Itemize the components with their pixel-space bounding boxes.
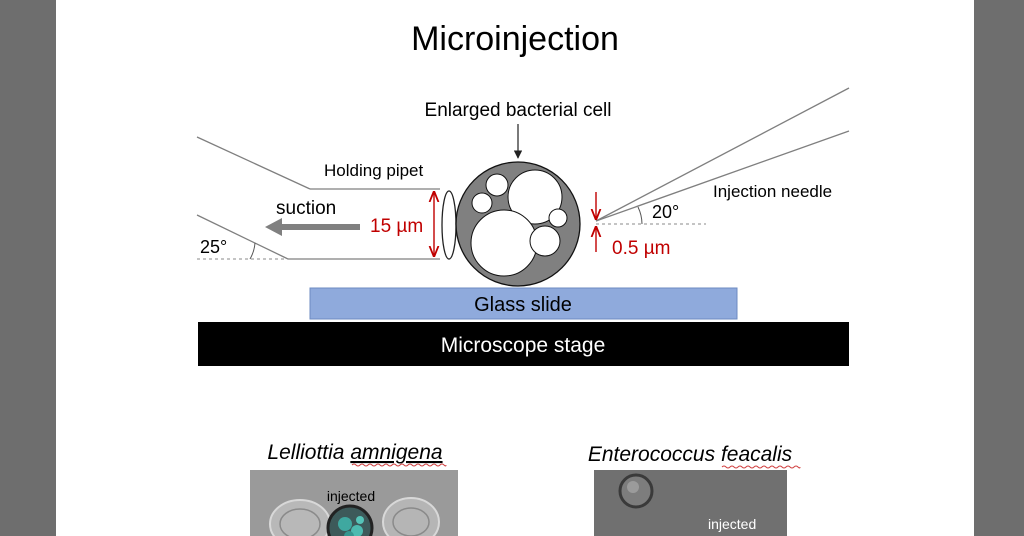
example-1-caption: Lelliottia amnigena	[267, 441, 442, 464]
microscope-stage	[198, 322, 849, 366]
spellcheck-underline-2	[721, 465, 801, 469]
injection-needle	[595, 87, 850, 222]
micrograph-lelliottia: injected	[250, 470, 458, 536]
holding-pipet-label: Holding pipet	[324, 161, 424, 180]
cell-size-label: 15 µm	[370, 216, 423, 237]
micrograph-enterococcus: injected	[594, 470, 787, 536]
page-title: Microinjection	[411, 20, 619, 58]
suction-arrow	[265, 218, 360, 236]
angle-left-arc	[249, 242, 256, 260]
needle-offset-label: 0.5 µm	[612, 238, 670, 259]
injection-needle-label: Injection needle	[713, 182, 832, 201]
example-1-species: amnigena	[350, 441, 442, 464]
example-2-caption: Enterococcus feacalis	[588, 443, 793, 466]
bacterial-cell	[455, 161, 581, 287]
angle-right-label: 20°	[652, 202, 679, 222]
angle-left-label: 25°	[200, 237, 227, 257]
example-2-tag: injected	[708, 516, 756, 532]
pipet-tip-membrane	[441, 190, 457, 260]
holding-pipet	[196, 136, 440, 260]
suction-label: suction	[276, 198, 336, 219]
spellcheck-underline-1	[351, 463, 447, 467]
enlarged-cell-label: Enlarged bacterial cell	[425, 100, 612, 121]
angle-right-arc	[637, 206, 643, 225]
glass-slide-label: Glass slide	[474, 294, 572, 316]
glass-slide	[309, 287, 738, 320]
microscope-stage-label: Microscope stage	[441, 334, 606, 357]
example-1-tag: injected	[327, 488, 375, 504]
